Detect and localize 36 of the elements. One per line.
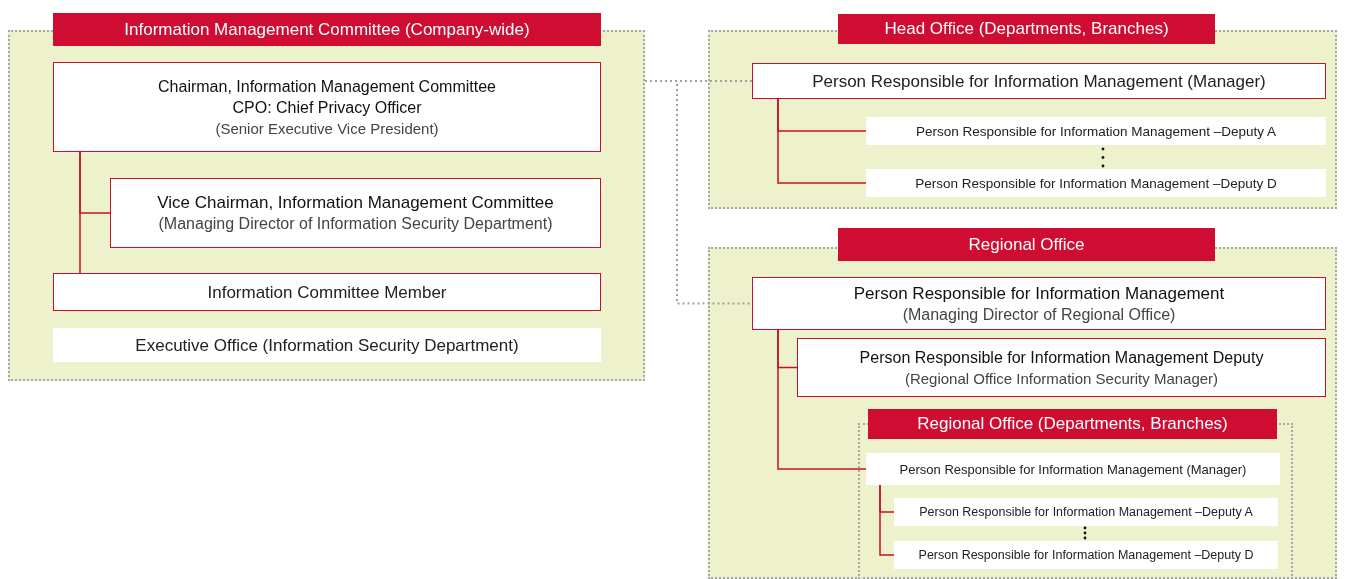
role-box — [894, 498, 1278, 526]
role-title: Information Committee Member — [207, 281, 447, 303]
role-box — [894, 541, 1278, 569]
connector-line — [777, 98, 867, 184]
role-title: Person Responsible for Information Management — [853, 282, 1225, 304]
role-box — [53, 273, 601, 311]
role-box — [110, 178, 601, 248]
role-title: Person Responsible for Information Management –Deputy A — [915, 122, 1277, 141]
role-box — [752, 63, 1326, 99]
role-title: Chairman, Information Management Committee CPO: Chief Privacy Officer — [157, 76, 497, 118]
role-title: Person Responsible for Information Management (Manager) — [812, 70, 1266, 92]
group-title: Information Management Committee (Company-wide) — [53, 13, 601, 46]
role-detail: (Regional Office Information Security Manager) — [904, 368, 1219, 389]
role-detail: (Managing Director of Regional Office) — [902, 304, 1176, 325]
connector-line — [79, 151, 81, 274]
role-title: Person Responsible for Information Management –Deputy A — [919, 503, 1253, 521]
role-title: Person Responsible for Information Management (Manager) — [899, 460, 1247, 479]
role-box — [866, 453, 1280, 485]
role-detail: (Managing Director of Information Security Department) — [158, 214, 553, 234]
role-box — [866, 169, 1326, 197]
group-title: Regional Office (Departments, Branches) — [868, 409, 1277, 439]
role-detail: (Senior Executive Vice President) — [215, 118, 439, 139]
role-box — [797, 338, 1326, 397]
role-title: Executive Office (Information Security Department) — [135, 334, 519, 356]
role-box — [866, 117, 1326, 145]
role-box — [53, 328, 601, 362]
role-title: Person Responsible for Information Management –Deputy D — [915, 174, 1277, 193]
role-box — [752, 277, 1326, 330]
role-title: Vice Chairman, Information Management Committee — [157, 192, 554, 213]
connector-line — [777, 329, 867, 470]
group-title: Head Office (Departments, Branches) — [838, 14, 1215, 44]
role-box — [53, 62, 601, 152]
role-title: Person Responsible for Information Management –Deputy D — [918, 546, 1254, 564]
group-title: Regional Office — [838, 228, 1215, 261]
role-title: Person Responsible for Information Management Deputy — [859, 347, 1264, 368]
connector-line — [879, 484, 895, 556]
